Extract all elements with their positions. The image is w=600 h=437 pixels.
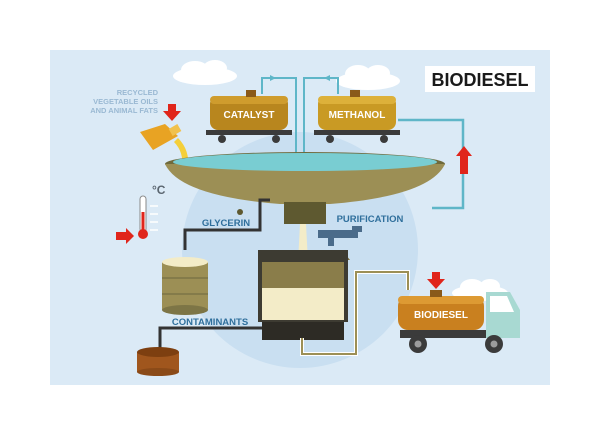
cloud-icon [173,60,237,85]
drop-arrow-icon [427,272,445,289]
methanol-feed-pipe [303,77,339,165]
purification-label: PURIFICATION [337,214,404,225]
heat-arrow-icon [116,228,134,244]
oils-label-line3: AND ANIMAL FATS [90,106,158,115]
flow-arrows [270,75,330,81]
page-title: BIODIESEL [431,70,528,90]
biodiesel-truck: BIODIESEL [398,290,520,353]
methanol-label: METHANOL [329,110,386,121]
contaminants-pipe [158,326,262,348]
title-box [425,66,535,92]
drop-arrow-icon [163,104,181,121]
contaminants-tub [137,347,179,376]
contaminants-label: CONTAMINANTS [172,317,248,328]
methanol-tank-wagon: METHANOL [314,90,400,143]
thermometer-icon: °C [138,183,166,239]
cloud-icon [336,65,400,90]
biodiesel-pipe [301,271,409,355]
glycerin-pipe [183,198,270,250]
settling-tank [258,250,350,340]
valve-icon [237,209,243,215]
reactor-bowl [165,152,445,224]
catalyst-label: CATALYST [224,110,275,121]
truck-biodiesel-label: BIODIESEL [414,310,468,321]
catalyst-tank-wagon: CATALYST [206,90,292,143]
glycerin-barrel [162,257,208,315]
up-arrow-icon [456,146,472,174]
oils-label-line1: RECYCLED [117,88,159,97]
temperature-unit-label: °C [152,183,166,197]
oils-label-line2: VEGETABLE OILS [93,97,158,106]
glycerin-label: GLYCERIN [202,218,250,229]
